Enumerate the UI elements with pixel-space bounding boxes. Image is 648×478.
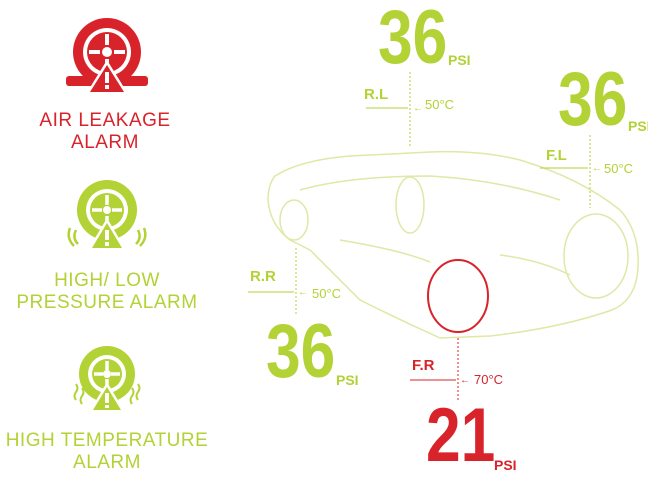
fl-pressure-unit: PSI bbox=[628, 118, 648, 134]
rl-tag: R.L bbox=[364, 86, 389, 103]
fr-pressure-value: 21 bbox=[426, 393, 496, 478]
rr-pressure-value: 36 bbox=[266, 309, 336, 394]
svg-text:←: ← bbox=[413, 103, 423, 114]
rl-pressure-value: 36 bbox=[378, 0, 448, 80]
tire-temperature-icon bbox=[73, 346, 141, 412]
fl-tag: F.L bbox=[546, 147, 567, 164]
fr-pressure-unit: PSI bbox=[494, 457, 517, 473]
svg-text:←: ← bbox=[460, 375, 470, 386]
rl-temperature: 50°C bbox=[425, 97, 455, 112]
fr-wheel-highlight bbox=[427, 259, 489, 333]
svg-text:←: ← bbox=[298, 287, 308, 298]
rl-pressure-unit: PSI bbox=[448, 52, 471, 68]
rr-tag: R.R bbox=[250, 268, 276, 285]
fl-temperature: 50°C bbox=[604, 161, 634, 176]
rr-temperature: 50°C bbox=[312, 286, 342, 301]
fr-tag: F.R bbox=[412, 357, 435, 374]
rr-pressure-unit: PSI bbox=[336, 372, 359, 388]
fl-pressure-value: 36 bbox=[558, 57, 628, 142]
tire-air-leak-icon bbox=[66, 18, 148, 94]
fr-temperature: 70°C bbox=[474, 372, 504, 387]
svg-text:←: ← bbox=[592, 163, 602, 174]
tire-pressure-icon bbox=[67, 180, 147, 250]
